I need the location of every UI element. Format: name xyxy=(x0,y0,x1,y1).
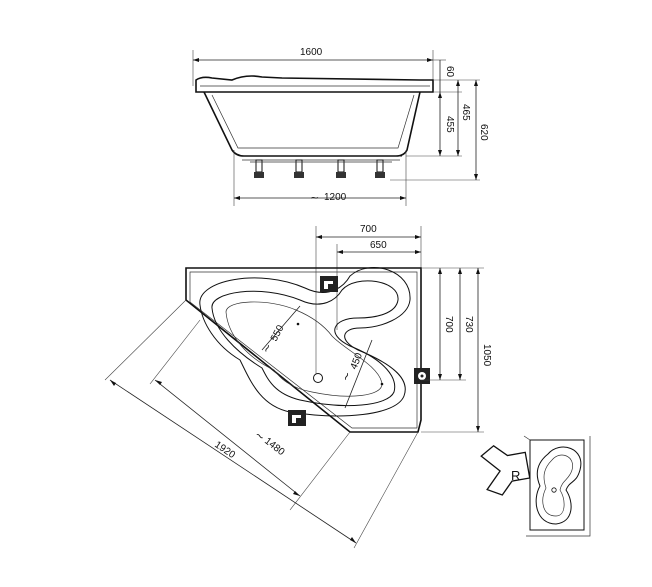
jet-point xyxy=(296,322,300,326)
jet-point xyxy=(380,382,384,386)
dim-inner-width: 650 xyxy=(370,240,387,251)
dim-rim-height: 60 xyxy=(444,66,455,78)
faucet-icon xyxy=(288,410,306,426)
drain xyxy=(313,373,323,383)
overflow-control-icon xyxy=(414,368,430,384)
dim-total-depth: 1050 xyxy=(481,344,492,367)
mini-tub-outline xyxy=(529,439,585,531)
approx-sign-550: ~ xyxy=(259,341,275,355)
dim-height-455: 455 xyxy=(444,116,455,133)
tub-outline xyxy=(185,267,422,433)
approx-sign-1200: ~ xyxy=(310,191,319,204)
approx-sign-450: ~ xyxy=(339,370,355,383)
dim-inner-length: 1480 xyxy=(262,436,287,459)
dim-overall-length: 1600 xyxy=(300,47,323,58)
tub-rim xyxy=(195,75,434,93)
basin-inner xyxy=(211,280,399,407)
side-letter: R xyxy=(511,468,520,483)
mini-tub-frame xyxy=(526,436,591,537)
basin-floor xyxy=(225,301,383,397)
dim-outer-width: 700 xyxy=(360,224,377,235)
tub-legs xyxy=(250,159,392,178)
side-view: 1600 ~ 1200 xyxy=(192,47,489,206)
dim-height-700: 700 xyxy=(443,316,454,333)
arrow-icon xyxy=(480,444,531,496)
orientation-inset: R xyxy=(480,435,591,537)
tub-body xyxy=(203,91,421,157)
dim-basin-narrow: 450 xyxy=(349,351,366,371)
dim-total-height: 620 xyxy=(478,124,489,141)
mini-basin xyxy=(535,446,582,525)
basin-outer xyxy=(199,267,411,417)
dim-height-730: 730 xyxy=(463,316,474,333)
dim-base-length: 1200 xyxy=(324,192,347,203)
faucet-icon xyxy=(320,276,338,292)
top-view: 700 650 xyxy=(104,224,492,549)
dim-basin-width: 550 xyxy=(269,323,287,343)
dim-height-465: 465 xyxy=(460,104,471,121)
